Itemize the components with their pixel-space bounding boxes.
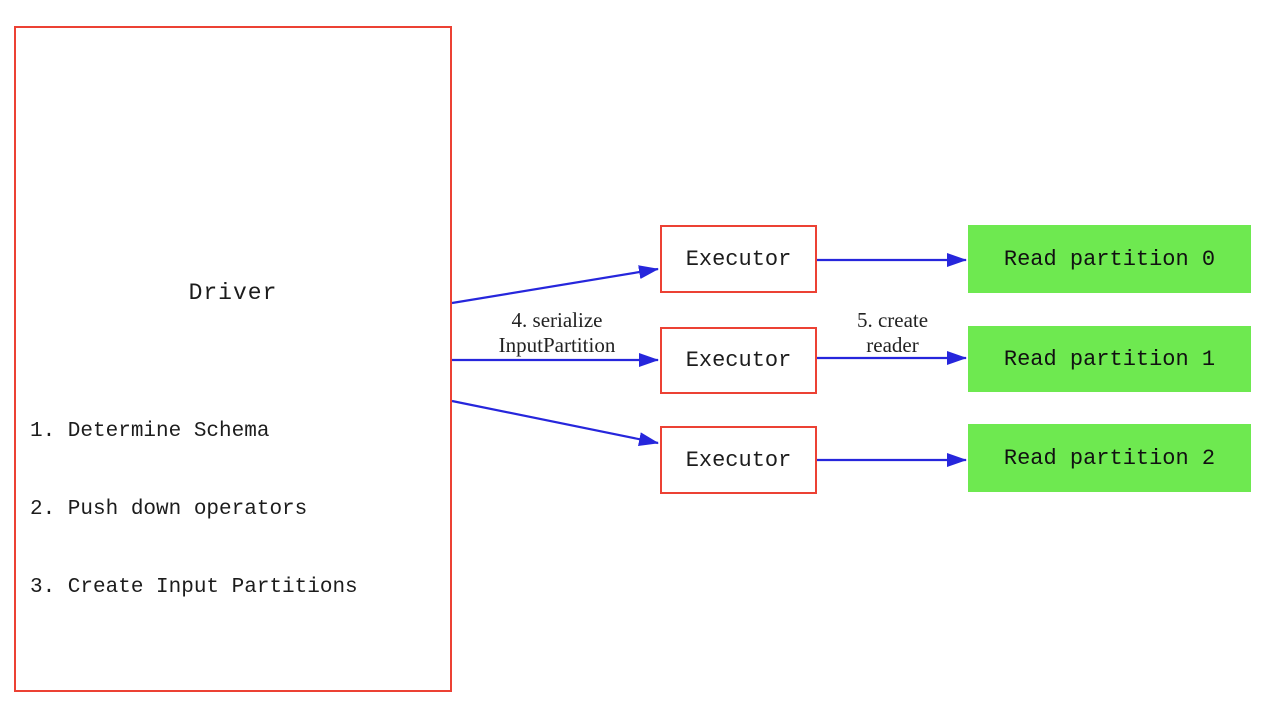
arrow-driver-to-executor-1: [451, 265, 659, 305]
read-partition-2-label: Read partition 2: [1003, 445, 1216, 471]
driver-step-2: 2. Push down operators: [30, 498, 308, 521]
executor-1-label: Executor: [685, 246, 792, 272]
driver-step-1: 1. Determine Schema: [30, 420, 270, 443]
driver-steps-list: 1. Determine Schema 2. Push down operato…: [30, 367, 358, 653]
read-partition-0-box: Read partition 0: [968, 225, 1251, 293]
arrow-driver-to-executor-3: [451, 399, 659, 447]
read-partition-1-label: Read partition 1: [1003, 346, 1216, 372]
executor-box-1: Executor: [660, 225, 817, 293]
edge-label-reader-line2: reader: [866, 333, 919, 357]
edge-label-reader-line1: 5. create: [856, 308, 929, 332]
edge-label-serialize-inputpartition: 4. serialize InputPartition: [478, 308, 636, 358]
edge-label-create-reader: 5. create reader: [830, 308, 955, 358]
executor-box-2: Executor: [660, 327, 817, 394]
driver-box: Driver 1. Determine Schema 2. Push down …: [14, 26, 452, 692]
driver-step-3: 3. Create Input Partitions: [30, 576, 358, 599]
edge-label-serialize-line2: InputPartition: [498, 333, 616, 357]
read-partition-0-label: Read partition 0: [1003, 246, 1216, 272]
driver-title: Driver: [188, 280, 278, 306]
executor-2-label: Executor: [685, 348, 792, 373]
executor-3-label: Executor: [685, 447, 792, 473]
edge-label-serialize-line1: 4. serialize: [511, 308, 603, 332]
executor-box-3: Executor: [660, 426, 817, 494]
read-partition-1-box: Read partition 1: [968, 326, 1251, 392]
read-partition-2-box: Read partition 2: [968, 424, 1251, 492]
